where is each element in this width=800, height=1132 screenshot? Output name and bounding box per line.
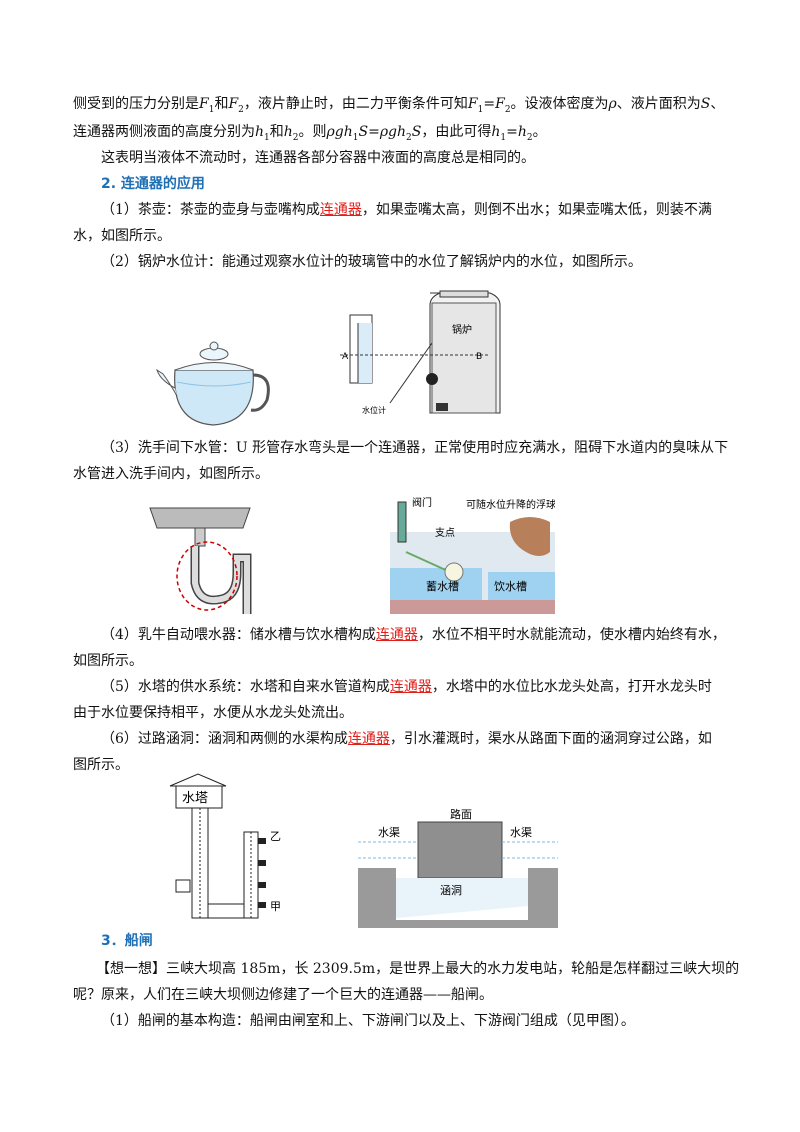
think-para-cont: 呢？原来，人们在三峡大坝侧边修建了一个巨大的连通器——船闸。 (73, 987, 493, 1003)
valve-label: 阀门 (412, 496, 432, 509)
item-drain: （3）洗手间下水管：U 形管存水弯头是一个连通器，正常使用时应充满水，阻碍下水道… (101, 440, 729, 456)
item-culvert-cont: 图所示。 (73, 757, 129, 773)
text: ，引水灌溉时，渠水从路面下面的涵洞穿过公路，如 (389, 731, 712, 747)
keyword-link[interactable]: 连通器 (375, 627, 418, 643)
storage-tank-label: 蓄水槽 (426, 580, 459, 593)
item-teapot: （1）茶壶：茶壶的壶身与壶嘴构成连通器，如果壶嘴太高，则倒不出水；如果壶嘴太低，… (101, 199, 761, 221)
gauge-label: 水位计 (362, 405, 386, 415)
tower-label: 水塔 (182, 791, 208, 806)
keyword-link[interactable]: 连通器 (319, 202, 362, 218)
item-boiler: （2）锅炉水位计：能通过观察水位计的玻璃管中的水位了解锅炉内的水位，如图所示。 (101, 254, 642, 270)
item-tower: （5）水塔的供水系统：水塔和自来水管道构成连通器，水塔中的水位比水龙头处高，打开… (101, 676, 761, 698)
text: ，如果壶嘴太高，则倒不出水；如果壶嘴太低，则装不满 (361, 202, 712, 218)
road-label: 路面 (450, 808, 472, 821)
text: 侧受到的压力分别是 (73, 96, 199, 112)
keyword-link[interactable]: 连通器 (347, 731, 390, 747)
tap-yi-label: 乙 (270, 830, 281, 843)
culvert-figure: 路面 水渠 水渠 涵洞 (358, 808, 558, 928)
canal-right-label: 水渠 (510, 826, 532, 839)
think-para: 【想一想】三峡大坝高 185m，长 2309.5m，是世界上最大的水力发电站，轮… (96, 961, 740, 977)
drinking-trough-label: 饮水槽 (494, 580, 527, 593)
sink-trap-figure (149, 507, 252, 614)
text: 、液片面积为 (616, 96, 701, 112)
text: ，液片静止时，由二力平衡条件可知 (243, 96, 468, 112)
text: 连通器两侧液面的高度分别为 (73, 124, 255, 140)
item-culvert: （6）过路涵洞：涵洞和两侧的水渠构成连通器，引水灌溉时，渠水从路面下面的涵洞穿过… (101, 728, 761, 750)
text: 和 (214, 96, 229, 112)
point-b-label: B (476, 352, 482, 362)
pivot-label: 支点 (435, 527, 455, 539)
text: 和 (269, 124, 284, 140)
section-heading-shiplock: 3．船闸 (101, 933, 153, 949)
water-tower-figure: 水塔 乙 甲 (169, 773, 281, 919)
canal-left-label: 水渠 (378, 826, 400, 839)
text: 。则 (298, 124, 327, 140)
item-feeder-cont: 如图所示。 (73, 653, 143, 669)
boiler-figure: 锅炉 A B 水位计 (340, 290, 501, 415)
para-height: 连通器两侧液面的高度分别为h1和h2。则ρgh1S=ρgh2S，由此可得h1=h… (73, 124, 547, 143)
text: （6）过路涵洞：涵洞和两侧的水渠构成 (101, 731, 348, 747)
item-tower-cont: 由于水位要保持相平，水便从水龙头处流出。 (73, 705, 353, 721)
teapot-figure (156, 341, 270, 426)
text: 、 (710, 96, 725, 112)
culvert-label: 涵洞 (440, 883, 462, 897)
para-pressure: 侧受到的压力分别是F1和F2，液片静止时，由二力平衡条件可知F1=F2。设液体密… (73, 96, 725, 115)
keyword-link[interactable]: 连通器 (389, 679, 432, 695)
text: ，水位不相平时水就能流动，使水槽内始终有水， (417, 627, 726, 643)
float-label: 可随水位升降的浮球 (466, 498, 555, 511)
text: （1）茶壶：茶壶的壶身与壶嘴构成 (101, 202, 320, 218)
text: （4）乳牛自动喂水器：储水槽与饮水槽构成 (101, 627, 376, 643)
para-conclusion: 这表明当液体不流动时，连通器各部分容器中液面的高度总是相同的。 (101, 150, 535, 166)
tap-jia-label: 甲 (270, 900, 281, 913)
section-heading-applications: 2. 连通器的应用 (101, 176, 205, 192)
item-teapot-cont: 水，如图所示。 (73, 228, 171, 244)
item-drain-cont: 水管进入洗手间内，如图所示。 (73, 466, 269, 482)
item-feeder: （4）乳牛自动喂水器：储水槽与饮水槽构成连通器，水位不相平时水就能流动，使水槽内… (101, 624, 761, 646)
text: ，由此可得 (421, 124, 492, 140)
cattle-feeder-figure: 阀门 可随水位升降的浮球 支点 蓄水槽 饮水槽 (390, 496, 555, 614)
point-a-label: A (342, 352, 349, 362)
item-shiplock-structure: （1）船闸的基本构造：船闸由闸室和上、下游闸门以及上、下游阀门组成（见甲图）。 (101, 1013, 635, 1029)
text: ，水塔中的水位比水龙头处高，打开水龙头时 (431, 679, 712, 695)
text: （5）水塔的供水系统：水塔和自来水管道构成 (101, 679, 390, 695)
text: 。设液体密度为 (510, 96, 609, 112)
boiler-label: 锅炉 (452, 324, 472, 336)
